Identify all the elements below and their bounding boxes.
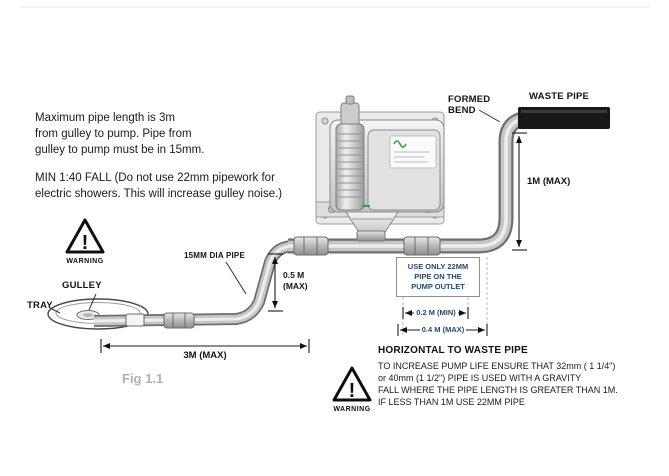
note-pipe-length: Maximum pipe length is 3m from gulley to…: [35, 110, 275, 158]
fitting-outlet: [403, 236, 441, 256]
waste-pipe-black: [518, 107, 610, 129]
dim-text: 0.5 M: [283, 270, 305, 280]
outlet-note-line: PUMP OUTLET: [411, 282, 465, 291]
dim-3m-line: [100, 339, 310, 353]
plate-screw: [321, 117, 329, 125]
motor-knob: [345, 95, 355, 105]
gulley-leader: [88, 293, 97, 311]
formed-bend-leader: [478, 109, 501, 123]
outlet-note-line: PIPE ON THE: [414, 272, 462, 281]
leader-lines: [49, 109, 501, 314]
note-line: gulley to pump must be in 15mm.: [35, 144, 205, 156]
warning-text: WARNING: [66, 258, 103, 265]
note-line: from gulley to pump. Pipe from: [35, 128, 192, 140]
dim-1m-label: 1M (MAX): [527, 176, 571, 187]
note-line: electric showers. This will increase gul…: [35, 188, 283, 200]
dim-0-5m-label: 0.5 M (MAX): [283, 270, 308, 291]
outlet-flange: [356, 230, 386, 242]
warning-triangle-1: ! WARNING: [65, 218, 105, 265]
pipe-dia-label: 15MM DIA PIPE: [184, 251, 245, 260]
note-line: TO INCREASE PUMP LIFE ENSURE THAT 32mm (…: [378, 361, 616, 371]
label-text: BEND: [448, 105, 476, 116]
exclamation-icon: !: [82, 232, 89, 254]
motor-cap: [340, 102, 360, 126]
note-line: FALL WHERE THE PIPE LENGTH IS GREATER TH…: [378, 385, 618, 395]
note-min-fall: MIN 1:40 FALL (Do not use 22mm pipework …: [35, 170, 315, 202]
gulley-label: GULLEY: [62, 280, 102, 291]
note-line: Maximum pipe length is 3m: [35, 112, 175, 124]
dim-0-2m-label: 0.2 M (MIN): [414, 308, 458, 317]
exclamation-icon: !: [349, 380, 356, 402]
fitting-gulley: [163, 312, 195, 329]
figure-caption: Fig 1.1: [122, 371, 164, 386]
horizontal-note-title: HORIZONTAL TO WASTE PIPE: [378, 345, 528, 356]
pump-unit: [315, 95, 445, 242]
fitting-inlet: [293, 236, 329, 256]
dim-0-5m-line: [268, 253, 283, 312]
formed-bend-label: FORMED BEND: [448, 94, 490, 116]
note-line: or 40mm (1 1/2") PIPE IS USED WITH A GRA…: [378, 373, 582, 383]
pipe-fittings: [125, 236, 441, 329]
motor-fins: [338, 133, 364, 198]
dim-0-4m-label: 0.4 M (MAX): [419, 325, 467, 334]
note-line: IF LESS THAN 1M USE 22MM PIPE: [378, 397, 525, 407]
pipe-dia-leader: [225, 261, 247, 295]
outlet-note-box: USE ONLY 22MM PIPE ON THE PUMP OUTLET: [396, 257, 480, 297]
brand-logo-icon: [393, 140, 407, 148]
label-text: FORMED: [448, 94, 491, 105]
tray-connector: [125, 313, 145, 327]
gulley-pipe: [93, 240, 293, 327]
note-line: MIN 1:40 FALL (Do not use 22mm pipework …: [35, 172, 275, 184]
warning-text: WARNING: [333, 406, 370, 413]
horizontal-note-body: TO INCREASE PUMP LIFE ENSURE THAT 32mm (…: [378, 360, 663, 408]
dim-3m-label: 3M (MAX): [183, 350, 227, 361]
dim-1m-line: [512, 132, 527, 251]
waste-pipe-label: WASTE PIPE: [529, 91, 590, 102]
tray-leader: [49, 307, 61, 314]
warning-triangle-2: ! WARNING: [332, 366, 372, 413]
outlet-note-line: USE ONLY 22MM: [407, 262, 469, 271]
dim-text: (MAX): [283, 280, 308, 291]
tray-label: TRAY: [27, 300, 53, 311]
sticker-text-lines: [394, 151, 430, 163]
motor: [335, 123, 365, 211]
